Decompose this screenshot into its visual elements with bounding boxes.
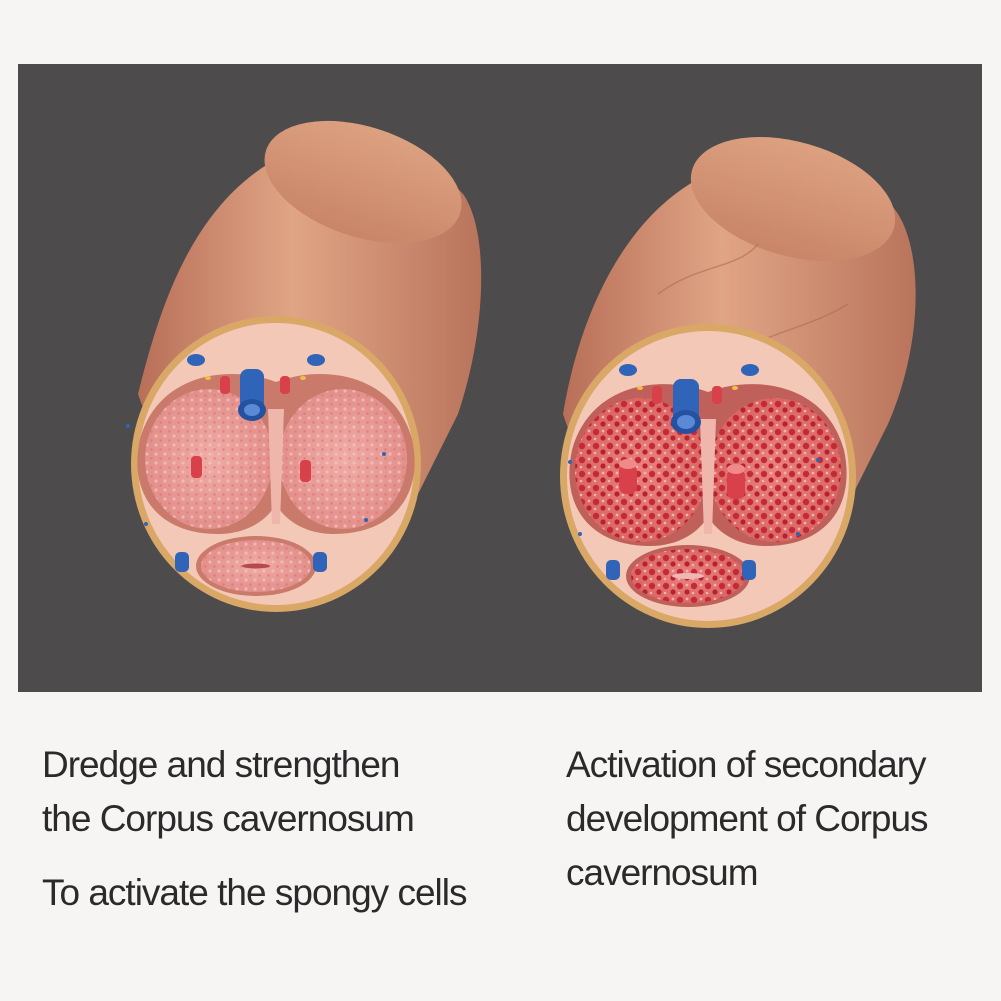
- cross-section-illustration: [18, 64, 982, 692]
- right-cross-section: [560, 137, 916, 628]
- right-caption-line-2: development of Corpus: [566, 798, 929, 839]
- left-caption-line-2: the Corpus cavernosum: [42, 798, 415, 839]
- left-cross-section: [126, 120, 482, 612]
- left-caption: Dredge and strengthen the Corpus caverno…: [42, 738, 467, 920]
- left-caption-line-1: Dredge and strengthen: [42, 744, 401, 785]
- left-caption-line-3: To activate the spongy cells: [42, 872, 467, 913]
- right-caption-line-3: cavernosum: [566, 852, 759, 893]
- right-caption-line-1: Activation of secondary: [566, 744, 927, 785]
- right-caption: Activation of secondary development of C…: [566, 738, 929, 900]
